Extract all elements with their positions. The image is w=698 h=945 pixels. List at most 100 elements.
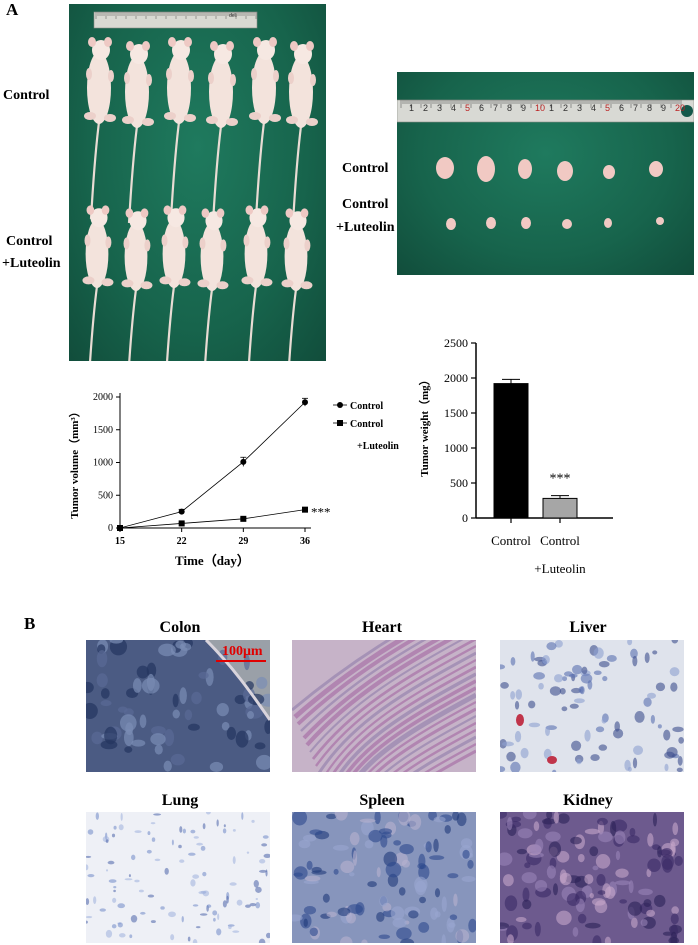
x-tick-label: 22 xyxy=(177,536,187,547)
tissue-texture xyxy=(146,849,152,854)
tumor-label-control: Control xyxy=(342,161,389,176)
tissue-texture xyxy=(592,865,599,871)
ruler-number: 3 xyxy=(437,103,443,113)
tissue-texture xyxy=(647,858,661,872)
tissue-title-colon: Colon xyxy=(159,619,201,636)
tissue-texture xyxy=(359,818,376,823)
histology-heart xyxy=(292,640,476,772)
tissue-texture xyxy=(140,911,146,915)
tissue-texture xyxy=(524,862,531,869)
tissue-texture xyxy=(630,917,638,929)
tissue-texture xyxy=(178,844,182,849)
ruler-number: 3 xyxy=(577,103,583,113)
tissue-texture xyxy=(111,833,116,838)
category-label-line2: +Luteolin xyxy=(534,561,586,576)
data-point xyxy=(178,520,185,527)
tissue-texture xyxy=(93,896,97,905)
tissue-texture xyxy=(629,827,636,837)
tissue-texture xyxy=(326,813,337,820)
y-tick-label: 1500 xyxy=(444,406,468,420)
tissue-texture xyxy=(627,640,633,646)
tissue-texture xyxy=(435,749,476,772)
tissue-texture xyxy=(554,674,563,683)
tissue-texture xyxy=(632,655,638,667)
tissue-texture xyxy=(425,841,432,853)
mouse xyxy=(164,37,196,220)
tissue-texture xyxy=(195,926,201,929)
tissue-texture xyxy=(500,852,513,866)
tissue-texture xyxy=(393,721,476,772)
tissue-texture xyxy=(134,879,140,883)
tissue-texture xyxy=(104,726,118,745)
tissue-texture xyxy=(657,724,662,729)
tissue-texture xyxy=(349,872,355,877)
tissue-texture xyxy=(96,650,108,668)
ruler-number: 20 xyxy=(675,103,686,113)
tissue-texture xyxy=(129,934,133,939)
tissue-texture xyxy=(677,756,683,766)
tissue-texture xyxy=(430,907,439,920)
histology-kidney xyxy=(500,812,684,943)
tissue-texture xyxy=(163,760,172,772)
tissue-texture xyxy=(652,650,658,655)
tissue-texture xyxy=(361,820,374,836)
tissue-texture xyxy=(258,869,267,873)
tissue-texture xyxy=(109,640,128,656)
tissue-texture xyxy=(117,706,128,713)
tissue-texture xyxy=(124,878,133,881)
tissue-texture xyxy=(534,921,541,937)
tumor-luteolin xyxy=(521,217,531,229)
tissue-texture xyxy=(265,932,270,939)
tissue-texture xyxy=(671,906,679,915)
tissue-texture xyxy=(633,745,644,755)
histology-colon: 100μm xyxy=(86,640,270,772)
tissue-texture xyxy=(546,812,553,819)
tissue-texture xyxy=(577,853,585,863)
tissue-texture xyxy=(303,918,308,927)
tissue-texture xyxy=(259,859,266,864)
tissue-texture xyxy=(515,689,523,700)
tissue-texture xyxy=(674,855,683,867)
tissue-texture xyxy=(168,911,176,918)
tissue-texture xyxy=(216,702,229,717)
tissue-texture xyxy=(179,826,183,833)
legend-label-control-luteolin: Control xyxy=(350,419,383,430)
tissue-texture xyxy=(128,874,131,878)
tissue-texture xyxy=(113,885,117,889)
tissue-texture xyxy=(398,812,411,826)
tissue-texture xyxy=(339,936,353,943)
tissue-texture xyxy=(647,692,657,699)
tumor-control xyxy=(518,159,532,179)
tissue-texture xyxy=(150,725,166,736)
tissue-texture xyxy=(226,726,237,740)
tumor-control xyxy=(603,165,615,179)
tissue-texture xyxy=(232,856,236,865)
tissue-texture xyxy=(202,871,207,877)
tissue-texture xyxy=(556,851,570,863)
tissue-texture xyxy=(670,931,678,943)
tissue-texture xyxy=(192,904,199,907)
tissue-texture xyxy=(138,889,144,893)
tissue-texture xyxy=(179,687,187,705)
tissue-texture xyxy=(546,642,557,651)
scale-bar xyxy=(216,660,266,662)
tissue-texture xyxy=(236,899,243,906)
tissue-texture xyxy=(187,936,191,942)
tissue-texture xyxy=(570,836,582,845)
tissue-texture xyxy=(504,895,518,912)
tissue-texture xyxy=(198,671,209,679)
tissue-texture xyxy=(589,846,599,857)
tissue-texture xyxy=(396,927,412,940)
y-tick-label: 2000 xyxy=(93,392,113,403)
tissue-texture xyxy=(192,874,200,879)
legend-marker-circle xyxy=(337,402,343,408)
tissue-texture xyxy=(381,831,392,839)
tissue-texture xyxy=(578,686,584,694)
tissue-texture xyxy=(100,700,112,707)
tissue-texture xyxy=(506,751,516,762)
tissue-texture xyxy=(522,812,537,820)
data-point xyxy=(302,506,308,513)
category-label: Control xyxy=(540,533,580,548)
tissue-texture xyxy=(402,728,476,772)
scale-bar-label: 100μm xyxy=(222,644,263,659)
